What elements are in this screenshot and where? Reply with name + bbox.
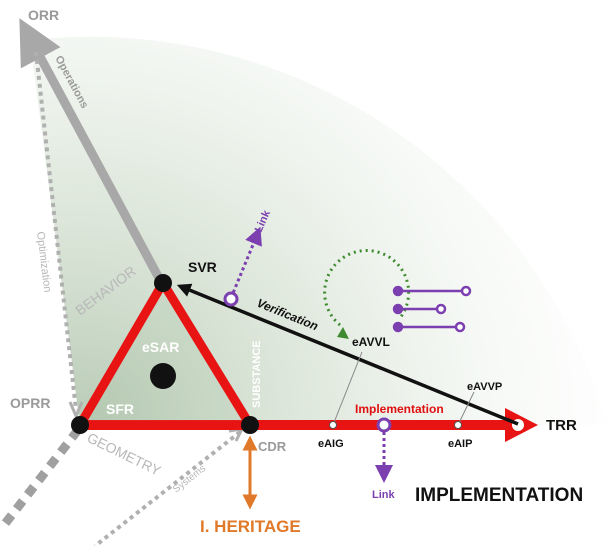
oprr-node: [71, 416, 89, 434]
orr-node: [26, 36, 40, 50]
svr-label: SVR: [188, 259, 217, 275]
upper-link-line: [229, 226, 262, 299]
eaip-point: [454, 421, 462, 429]
upper-link-node[interactable]: [223, 291, 239, 307]
trr-label: TRR: [546, 417, 577, 434]
systems-axis: [93, 430, 242, 548]
optimization-label: Optimization: [34, 231, 53, 293]
cdr-node: [241, 416, 259, 434]
geometry-label: GEOMETRY: [85, 429, 164, 479]
oprr-label: OPRR: [10, 395, 50, 411]
sfr-label: SFR: [106, 401, 134, 417]
implementation-title: IMPLEMENTATION: [415, 485, 583, 506]
heritage-label: I. HERITAGE: [200, 517, 301, 536]
esar-node: [150, 363, 176, 389]
operations-axis: [19, 18, 164, 283]
implementation-flow-label: Implementation: [355, 402, 444, 416]
systems-label: Systems: [171, 463, 208, 495]
lower-link-node[interactable]: [376, 417, 392, 433]
eavvp-label: eAVVP: [467, 381, 502, 393]
orr-label: ORR: [28, 7, 59, 23]
eavvl-label: eAVVL: [352, 335, 390, 349]
link-lower-label: Link: [372, 489, 395, 501]
cdr-label: CDR: [258, 439, 287, 454]
eaig-point: [329, 421, 337, 429]
substance-triangle: [75, 278, 255, 430]
verification-arrow: [176, 283, 519, 426]
geometry-extension: [0, 427, 82, 528]
substance-label: SUBSTANCE: [251, 340, 263, 408]
esar-label: eSAR: [142, 339, 179, 355]
eaip-label: eAIP: [448, 438, 472, 450]
eaig-label: eAIG: [318, 438, 344, 450]
connector-icon: [392, 285, 472, 333]
svr-node: [154, 274, 172, 292]
